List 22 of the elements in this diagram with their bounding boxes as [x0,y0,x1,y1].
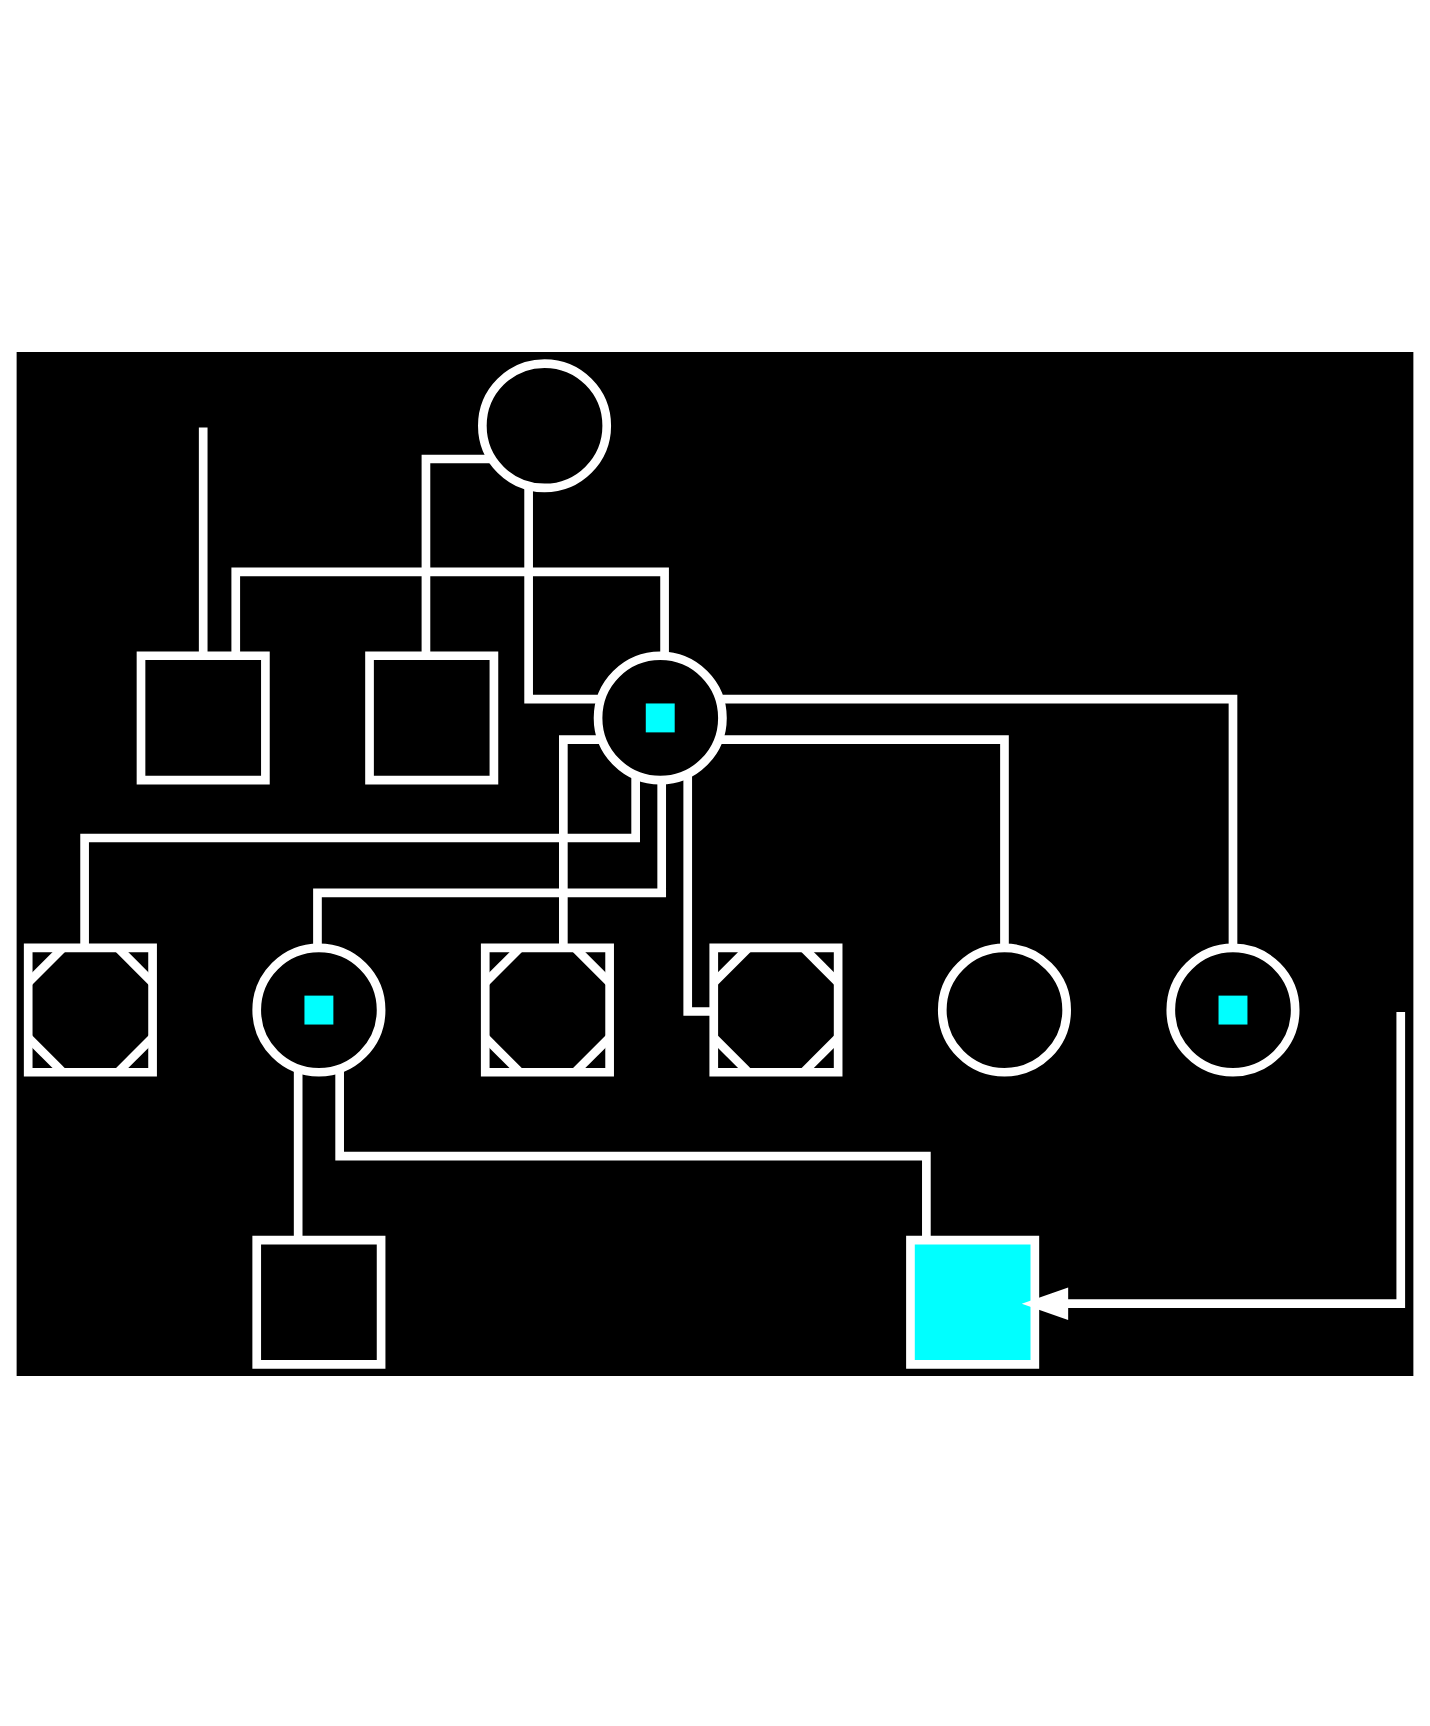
node-box [906,1234,1040,1368]
connector [421,453,491,655]
node-circle [1166,942,1300,1076]
node-circle [252,942,386,1076]
connector [313,779,667,947]
connector [718,734,1009,947]
connector [720,693,1238,947]
connector [335,1068,931,1239]
node-box [252,1234,386,1368]
connector [198,426,208,655]
connector [80,774,640,946]
connector [683,773,714,1015]
connector [524,485,601,703]
node-circle [593,650,727,784]
node-box [136,650,270,784]
node-circle [478,358,612,492]
connector [559,734,602,947]
node-box [365,650,499,784]
connector [293,1068,303,1239]
connector [231,566,669,655]
node-circle [937,942,1071,1076]
arrow [1021,1010,1406,1319]
